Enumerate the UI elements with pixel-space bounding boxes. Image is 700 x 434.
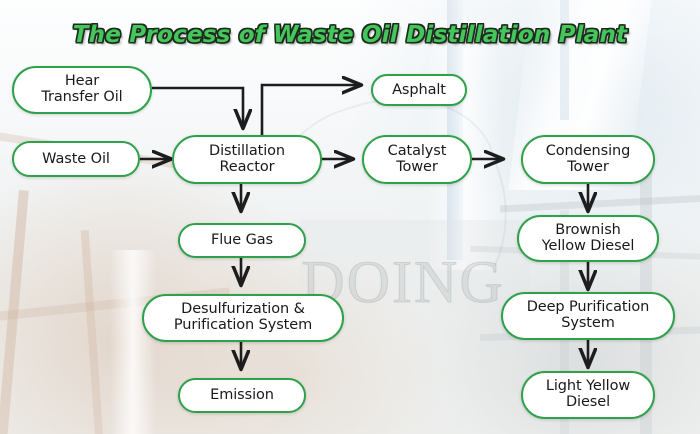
node-condensing-tower[interactable]: Condensing Tower bbox=[521, 135, 655, 184]
node-light-yellow-diesel-line-2: Diesel bbox=[565, 394, 611, 410]
node-emission[interactable]: Emission bbox=[178, 378, 306, 413]
node-hear-transfer-oil[interactable]: Hear Transfer Oil bbox=[12, 66, 152, 114]
node-emission-label: Emission bbox=[210, 387, 274, 404]
node-distillation-reactor-line-2: Reactor bbox=[219, 158, 275, 175]
node-brownish-yellow-diesel-line-2: Yellow Diesel bbox=[541, 237, 635, 254]
node-light-yellow-diesel-line-1: Light Yellow bbox=[545, 378, 631, 395]
node-light-yellow-diesel[interactable]: Light Yellow Diesel bbox=[521, 371, 655, 419]
node-distillation-reactor-line-1: Distillation bbox=[209, 142, 285, 159]
node-distillation-reactor[interactable]: Distillation Reactor bbox=[172, 135, 322, 184]
node-deep-purification-system[interactable]: Deep Purification System bbox=[501, 292, 675, 340]
node-catalyst-tower-line-2: Tower bbox=[396, 158, 438, 175]
node-deep-purification-system-line-1: Deep Purification bbox=[526, 299, 650, 316]
node-brownish-yellow-diesel-line-1: Brownish bbox=[555, 221, 621, 238]
node-catalyst-tower-line-1: Catalyst bbox=[387, 142, 447, 159]
node-catalyst-tower[interactable]: Catalyst Tower bbox=[362, 135, 472, 184]
node-desulfurization-system-line-2: Purification System bbox=[173, 317, 313, 333]
node-flue-gas-label: Flue Gas bbox=[211, 232, 273, 249]
node-waste-oil[interactable]: Waste Oil bbox=[12, 141, 140, 177]
node-condensing-tower-line-2: Tower bbox=[567, 158, 609, 175]
node-hear-transfer-oil-line-2: Transfer Oil bbox=[41, 89, 123, 105]
node-condensing-tower-line-1: Condensing bbox=[545, 142, 631, 159]
node-deep-purification-system-line-2: System bbox=[561, 315, 615, 331]
node-asphalt[interactable]: Asphalt bbox=[371, 74, 467, 106]
node-waste-oil-label: Waste Oil bbox=[42, 150, 110, 167]
node-desulfurization-system-line-1: Desulfurization & bbox=[181, 301, 305, 318]
node-hear-transfer-oil-line-1: Hear bbox=[64, 73, 100, 90]
node-brownish-yellow-diesel[interactable]: Brownish Yellow Diesel bbox=[517, 215, 659, 262]
node-asphalt-label: Asphalt bbox=[392, 81, 446, 98]
node-desulfurization-system[interactable]: Desulfurization & Purification System bbox=[142, 294, 344, 342]
page-title: The Process of Waste Oil Distillation Pl… bbox=[72, 22, 628, 48]
node-flue-gas[interactable]: Flue Gas bbox=[178, 223, 306, 258]
